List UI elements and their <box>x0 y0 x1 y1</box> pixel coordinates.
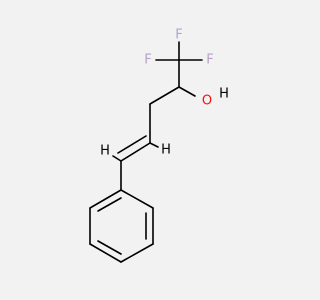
ring-bond-1 <box>120 189 154 209</box>
atom-label-fluorine-top: F <box>175 28 182 43</box>
atom-label-fluorine-left: F <box>144 53 151 68</box>
atom-label-vinyl-hydrogen-1: H <box>161 143 171 158</box>
bond-vinyl-h2 <box>112 155 122 162</box>
bond-alkene-single <box>120 142 151 162</box>
ring-bond-4 <box>89 243 122 263</box>
ring-inner-3 <box>97 197 122 212</box>
ring-inner-2 <box>97 240 122 255</box>
bond-vinyl-h1 <box>149 142 159 148</box>
bond-c-o <box>178 86 196 97</box>
ring-bond-6 <box>89 189 122 209</box>
bond-choh-ch2 <box>149 86 180 105</box>
bond-alkene-double <box>117 135 147 154</box>
ring-bond-3 <box>120 243 154 263</box>
molecule-structure: F F F O H H H <box>89 28 229 263</box>
atom-label-fluorine-right: F <box>206 53 213 68</box>
atom-label-oxygen: O <box>202 94 212 109</box>
atom-label-vinyl-hydrogen-2: H <box>100 144 110 159</box>
atom-label-hydroxyl-hydrogen: H <box>219 87 229 102</box>
